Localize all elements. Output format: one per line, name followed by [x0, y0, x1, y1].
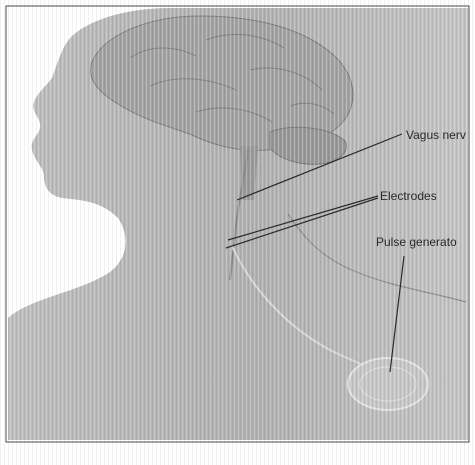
vagus-nerve-label: Vagus nerv [406, 128, 466, 142]
pulse-generator-label: Pulse generato [376, 235, 457, 249]
electrodes-label: Electrodes [380, 189, 437, 203]
